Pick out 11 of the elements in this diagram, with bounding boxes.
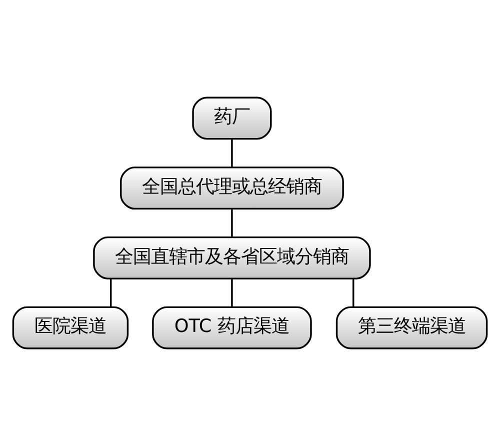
node-box: 全国直辖市及各省区域分销商 (93, 236, 371, 280)
node-box: 药厂 (192, 96, 272, 140)
node-box: OTC 药店渠道 (152, 306, 312, 350)
node-box: 第三终端渠道 (336, 306, 488, 350)
node-box: 全国总代理或总经销商 (120, 166, 344, 210)
connector (231, 139, 233, 168)
connector (352, 278, 354, 307)
connector (231, 209, 233, 237)
connector (110, 278, 112, 307)
node-box: 医院渠道 (12, 306, 129, 350)
connector (231, 278, 233, 307)
